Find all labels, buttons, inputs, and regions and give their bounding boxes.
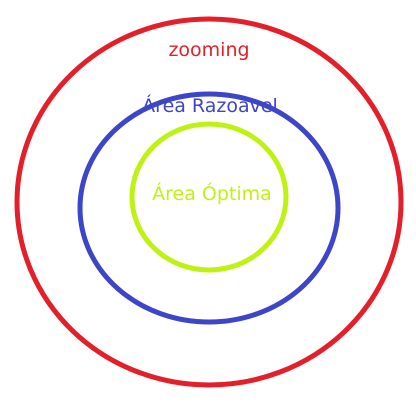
outer-zone-circle	[14, 16, 404, 388]
outer-zone-label: zooming	[168, 39, 249, 61]
inner-zone-label: Área Óptima	[152, 181, 272, 205]
inner-zone-circle	[129, 121, 289, 273]
middle-zone-label: Área Razoavel	[142, 94, 278, 117]
middle-zone-circle	[77, 91, 341, 325]
